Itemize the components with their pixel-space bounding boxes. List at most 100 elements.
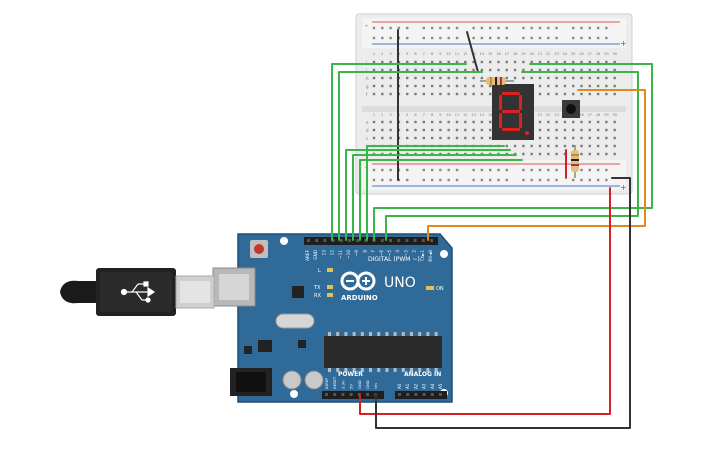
breadboard-hole[interactable] <box>472 60 475 64</box>
rail-hole[interactable] <box>489 36 492 40</box>
breadboard-hole[interactable] <box>389 60 392 64</box>
breadboard-hole[interactable] <box>580 128 583 132</box>
breadboard-hole[interactable] <box>414 76 417 80</box>
rail-hole[interactable] <box>439 36 442 40</box>
arduino-uno-board[interactable]: L TX RX ON ARDUINO UNO DIGITAL (PWM ~) P… <box>212 233 453 403</box>
breadboard-hole[interactable] <box>596 144 600 148</box>
breadboard-hole[interactable] <box>489 92 492 96</box>
breadboard-hole[interactable] <box>588 68 591 72</box>
rail-hole[interactable] <box>555 36 558 40</box>
breadboard-hole[interactable] <box>613 60 616 64</box>
wire-green-pin7[interactable] <box>373 63 653 241</box>
wire-red-5v[interactable] <box>359 187 611 415</box>
breadboard-hole[interactable] <box>513 144 517 148</box>
rail-hole[interactable] <box>447 26 450 30</box>
breadboard-hole[interactable] <box>555 92 558 96</box>
breadboard-hole[interactable] <box>381 76 384 80</box>
rail-hole[interactable] <box>572 36 575 40</box>
wire-green-pin8[interactable] <box>366 145 505 241</box>
breadboard-hole[interactable] <box>588 152 591 156</box>
wire-green-pin12[interactable] <box>338 71 483 241</box>
rail-hole[interactable] <box>480 178 484 182</box>
wire-green-pin13[interactable] <box>331 63 467 241</box>
rail-hole[interactable] <box>372 26 376 30</box>
breadboard-hole[interactable] <box>538 144 542 148</box>
breadboard-hole[interactable] <box>538 60 542 64</box>
breadboard-hole[interactable] <box>489 84 492 88</box>
rail-hole[interactable] <box>389 26 392 30</box>
breadboard-hole[interactable] <box>538 136 542 140</box>
breadboard-hole[interactable] <box>422 92 425 96</box>
breadboard-hole[interactable] <box>406 120 409 124</box>
breadboard-hole[interactable] <box>489 60 492 64</box>
rail-hole[interactable] <box>580 178 583 182</box>
rail-hole[interactable] <box>422 178 425 182</box>
rail-hole[interactable] <box>455 36 459 40</box>
breadboard-hole[interactable] <box>406 136 409 140</box>
breadboard-hole[interactable] <box>447 84 450 88</box>
rail-hole[interactable] <box>447 168 450 172</box>
header-pin[interactable] <box>421 239 425 242</box>
breadboard-hole[interactable] <box>530 144 533 148</box>
breadboard-hole[interactable] <box>572 120 575 124</box>
rail-hole[interactable] <box>538 178 542 182</box>
breadboard-hole[interactable] <box>389 136 392 140</box>
rail-hole[interactable] <box>381 178 384 182</box>
breadboard-hole[interactable] <box>497 68 500 72</box>
breadboard-hole[interactable] <box>489 68 492 72</box>
breadboard-hole[interactable] <box>480 120 484 124</box>
usb-cable[interactable] <box>60 268 215 316</box>
breadboard-hole[interactable] <box>605 92 608 96</box>
header-pin[interactable] <box>325 393 328 396</box>
breadboard-hole[interactable] <box>489 120 492 124</box>
rail-hole[interactable] <box>389 36 392 40</box>
breadboard-hole[interactable] <box>472 128 475 132</box>
rail-hole[interactable] <box>406 178 409 182</box>
breadboard-hole[interactable] <box>406 60 409 64</box>
breadboard-hole[interactable] <box>605 120 608 124</box>
breadboard-hole[interactable] <box>613 92 616 96</box>
breadboard-hole[interactable] <box>588 144 591 148</box>
rail-hole[interactable] <box>439 26 442 30</box>
breadboard-hole[interactable] <box>563 60 567 64</box>
header-pin[interactable] <box>430 393 434 396</box>
rail-hole[interactable] <box>605 26 608 30</box>
breadboard-hole[interactable] <box>605 76 608 80</box>
breadboard-hole[interactable] <box>422 60 425 64</box>
breadboard-hole[interactable] <box>472 136 475 140</box>
breadboard-hole[interactable] <box>538 76 542 80</box>
breadboard-hole[interactable] <box>464 136 467 140</box>
breadboard-hole[interactable] <box>613 76 616 80</box>
breadboard-hole[interactable] <box>547 68 550 72</box>
breadboard-hole[interactable] <box>580 92 583 96</box>
breadboard-hole[interactable] <box>439 76 442 80</box>
breadboard-hole[interactable] <box>430 120 434 124</box>
breadboard-hole[interactable] <box>414 84 417 88</box>
rail-hole[interactable] <box>430 26 434 30</box>
resistor-top[interactable] <box>480 77 514 85</box>
resistor-bottom[interactable] <box>571 145 579 178</box>
breadboard-hole[interactable] <box>596 136 600 140</box>
breadboard-hole[interactable] <box>439 68 442 72</box>
rail-hole[interactable] <box>547 168 550 172</box>
breadboard-hole[interactable] <box>522 60 525 64</box>
breadboard-hole[interactable] <box>480 68 484 72</box>
rail-hole[interactable] <box>422 36 425 40</box>
header-pin[interactable] <box>405 239 409 242</box>
rail-hole[interactable] <box>372 178 376 182</box>
breadboard-hole[interactable] <box>372 128 376 132</box>
breadboard-hole[interactable] <box>422 68 425 72</box>
rail-hole[interactable] <box>480 168 484 172</box>
breadboard-hole[interactable] <box>613 128 616 132</box>
rail-hole[interactable] <box>430 168 434 172</box>
rail-hole[interactable] <box>406 36 409 40</box>
breadboard-hole[interactable] <box>389 76 392 80</box>
breadboard-hole[interactable] <box>613 152 616 156</box>
header-pin[interactable] <box>414 393 418 396</box>
breadboard-hole[interactable] <box>588 60 591 64</box>
rail-hole[interactable] <box>555 178 558 182</box>
breadboard-hole[interactable] <box>472 120 475 124</box>
rail-hole[interactable] <box>372 168 376 172</box>
breadboard-hole[interactable] <box>447 136 450 140</box>
breadboard-hole[interactable] <box>447 68 450 72</box>
